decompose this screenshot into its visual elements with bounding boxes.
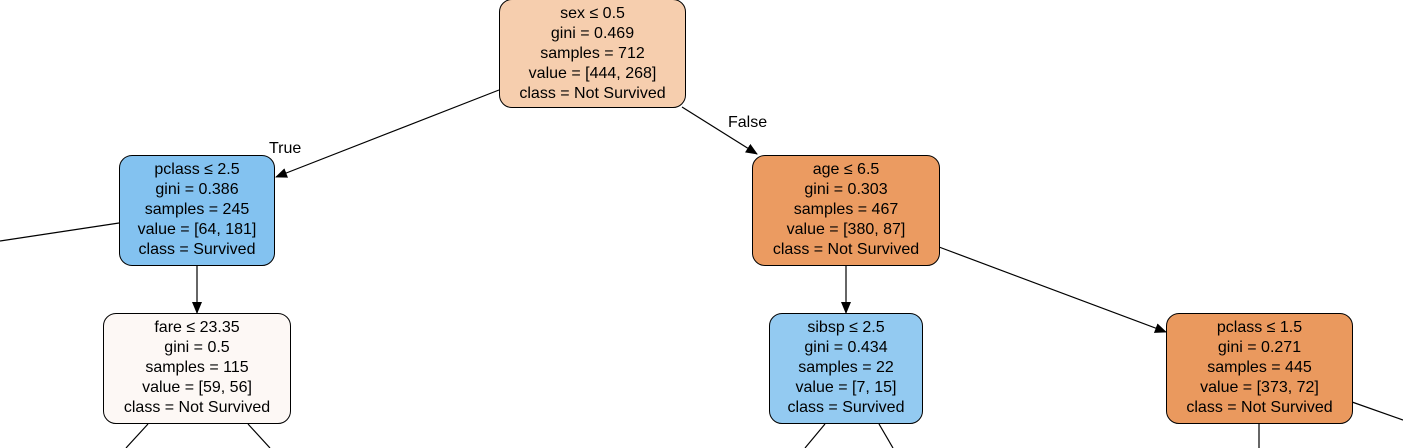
node-pclass-line-2: gini = 0.271 [1217, 339, 1302, 356]
node-pclass-line-1: pclass ≤ 1.5 [1216, 319, 1303, 336]
node-fare-line-1: fare ≤ 23.35 [154, 319, 240, 336]
node-right-line-4: value = [380, 87] [786, 221, 906, 238]
edge-root-to-right [681, 106, 758, 155]
node-sibsp-line-3: samples = 22 [798, 359, 894, 376]
node-root-line-5: class = Not Survived [519, 85, 666, 102]
node-fare-line-5: class = Not Survived [123, 399, 271, 416]
edge-sibsp-offscreen-left [804, 423, 826, 448]
node-pclass: pclass ≤ 1.5 gini = 0.271 samples = 445 … [1166, 313, 1353, 424]
node-root-line-1: sex ≤ 0.5 [560, 5, 625, 22]
edge-left-offscreen [0, 222, 120, 242]
node-pclass-line-4: value = [373, 72] [1200, 379, 1319, 396]
edge-right-to-pclass [938, 246, 1167, 333]
node-fare-line-3: samples = 115 [145, 359, 249, 376]
node-sibsp: sibsp ≤ 2.5 gini = 0.434 samples = 22 va… [769, 313, 923, 424]
node-right-line-2: gini = 0.303 [804, 181, 888, 198]
node-left-line-2: gini = 0.386 [155, 181, 239, 198]
edge-root-to-left [275, 89, 500, 178]
edge-label-false: False [728, 114, 768, 131]
node-left-line-1: pclass ≤ 2.5 [154, 161, 240, 178]
node-left-line-5: class = Survived [138, 241, 256, 258]
edge-label-true: True [269, 140, 302, 157]
node-sibsp-line-4: value = [7, 15] [795, 379, 897, 396]
node-fare-line-2: gini = 0.5 [164, 339, 230, 356]
edge-pclass-offscreen-right [1351, 401, 1403, 421]
node-right-line-5: class = Not Survived [772, 241, 920, 258]
node-pclass-line-3: samples = 445 [1207, 359, 1312, 376]
node-root-line-2: gini = 0.469 [550, 25, 635, 42]
edge-sibsp-offscreen-right [878, 423, 894, 448]
node-sibsp-line-2: gini = 0.434 [804, 339, 888, 356]
node-root: sex ≤ 0.5 gini = 0.469 samples = 712 val… [499, 0, 686, 108]
node-right-line-1: age ≤ 6.5 [812, 161, 880, 178]
node-left: pclass ≤ 2.5 gini = 0.386 samples = 245 … [119, 155, 275, 266]
node-sibsp-line-5: class = Survived [787, 399, 905, 416]
node-left-line-4: value = [64, 181] [137, 221, 257, 238]
edge-fare-offscreen-left [125, 423, 149, 448]
edge-fare-offscreen-right [247, 423, 271, 448]
node-right: age ≤ 6.5 gini = 0.303 samples = 467 val… [752, 155, 940, 266]
node-root-line-3: samples = 712 [540, 45, 645, 62]
node-pclass-line-5: class = Not Survived [1186, 399, 1333, 416]
node-right-line-3: samples = 467 [793, 201, 899, 218]
node-fare-line-4: value = [59, 56] [142, 379, 252, 396]
node-root-line-4: value = [444, 268] [528, 65, 657, 82]
node-fare: fare ≤ 23.35 gini = 0.5 samples = 115 va… [103, 313, 291, 424]
node-left-line-3: samples = 245 [144, 201, 250, 218]
node-sibsp-line-1: sibsp ≤ 2.5 [807, 319, 885, 336]
